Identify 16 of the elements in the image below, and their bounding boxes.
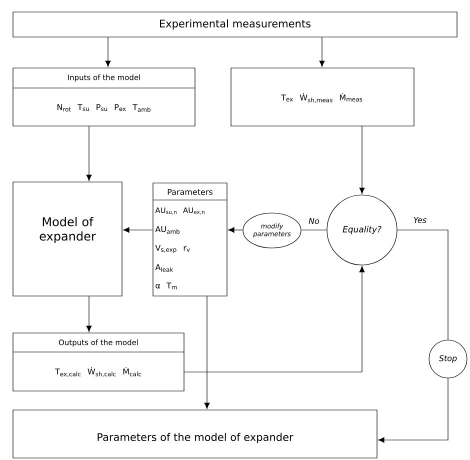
arrow [123, 227, 153, 233]
process-box: Parameters of the model of expander [12, 410, 378, 458]
process-box: Experimental measurements [12, 12, 458, 38]
arrow [228, 227, 243, 233]
arrow [319, 37, 325, 67]
arrow [105, 37, 111, 67]
arrow [204, 296, 210, 409]
arrow [184, 266, 365, 372]
arrow [378, 378, 448, 443]
edge-label: No [308, 218, 320, 224]
arrow [359, 126, 365, 194]
process-box: Model of expander [12, 182, 122, 296]
process-box: T$_{ex}$ Ẇ$_{sh,meas}$ Ṁ$_{meas}$ [230, 68, 414, 126]
arrow [86, 126, 92, 181]
arrow [86, 296, 92, 332]
edge-label: Yes [414, 217, 426, 223]
